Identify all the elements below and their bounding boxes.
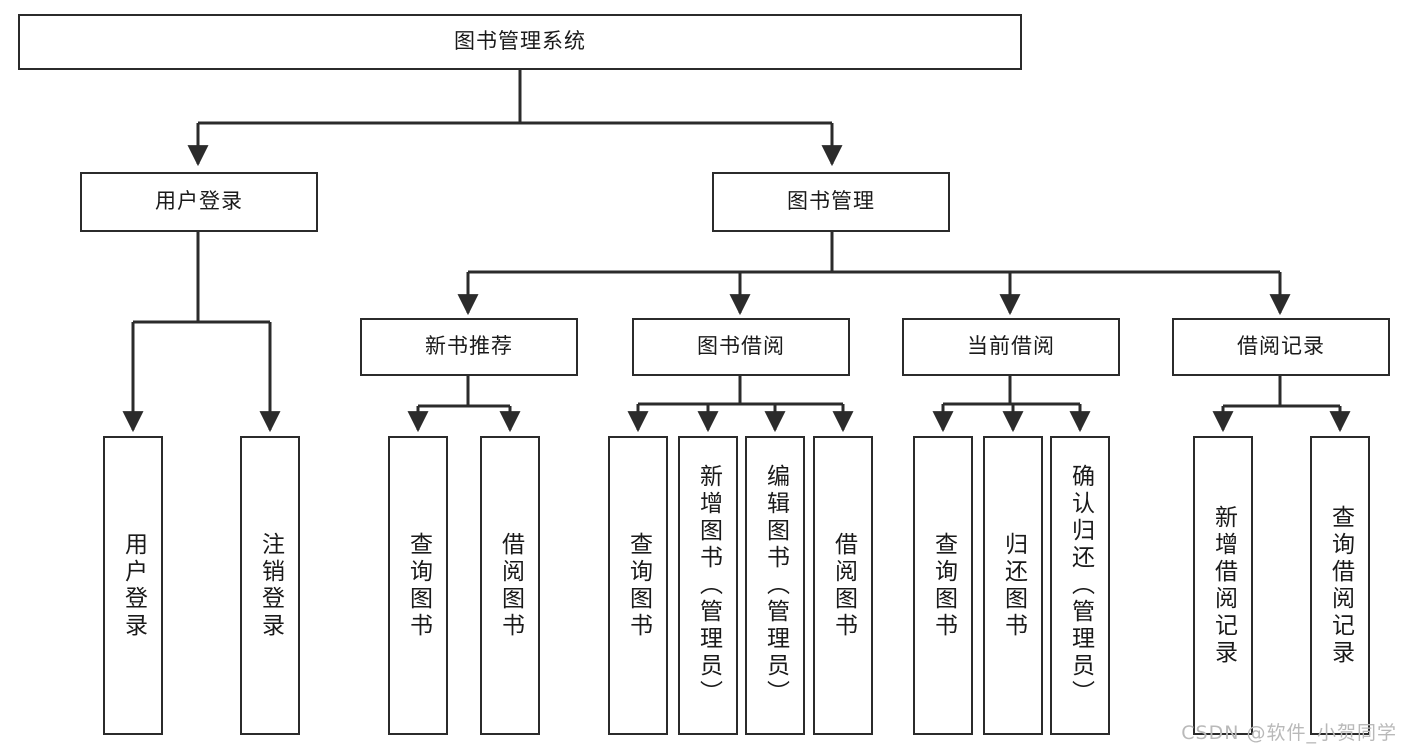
node-root[interactable]: 图书管理系统 — [18, 14, 1022, 70]
leaf-current-borrow-return[interactable]: 归还图书 — [983, 436, 1043, 735]
node-book-management[interactable]: 图书管理 — [712, 172, 950, 232]
leaf-label: 确认归还（管理员） — [1067, 464, 1094, 707]
leaf-label: 查询图书 — [405, 531, 432, 640]
leaf-book-borrow-add[interactable]: 新增图书（管理员） — [678, 436, 738, 735]
watermark-text: CSDN @软件_小贺同学 — [1181, 722, 1397, 744]
node-user-login[interactable]: 用户登录 — [80, 172, 318, 232]
leaf-label: 编辑图书（管理员） — [762, 464, 789, 707]
node-borrow-record[interactable]: 借阅记录 — [1172, 318, 1390, 376]
leaf-book-borrow-edit[interactable]: 编辑图书（管理员） — [745, 436, 805, 735]
node-book-management-label: 图书管理 — [787, 189, 875, 214]
leaf-label: 借阅图书 — [830, 531, 857, 640]
leaf-label: 借阅图书 — [497, 531, 524, 640]
leaf-label: 注销登录 — [257, 531, 284, 640]
leaf-label: 新增图书（管理员） — [695, 464, 722, 707]
node-book-borrow[interactable]: 图书借阅 — [632, 318, 850, 376]
leaf-borrow-record-query[interactable]: 查询借阅记录 — [1310, 436, 1370, 735]
node-current-borrow-label: 当前借阅 — [967, 334, 1055, 359]
node-root-label: 图书管理系统 — [454, 29, 586, 54]
leaf-book-borrow-query[interactable]: 查询图书 — [608, 436, 668, 735]
leaf-new-book-borrow[interactable]: 借阅图书 — [480, 436, 540, 735]
leaf-book-borrow-borrow[interactable]: 借阅图书 — [813, 436, 873, 735]
node-new-book-recommend-label: 新书推荐 — [425, 334, 513, 359]
leaf-label: 用户登录 — [120, 531, 147, 640]
node-book-borrow-label: 图书借阅 — [697, 334, 785, 359]
leaf-current-borrow-query[interactable]: 查询图书 — [913, 436, 973, 735]
node-borrow-record-label: 借阅记录 — [1237, 334, 1325, 359]
leaf-user-login-login[interactable]: 用户登录 — [103, 436, 163, 735]
leaf-label: 查询图书 — [930, 531, 957, 640]
leaf-label: 新增借阅记录 — [1210, 504, 1237, 667]
leaf-label: 查询借阅记录 — [1327, 504, 1354, 667]
node-new-book-recommend[interactable]: 新书推荐 — [360, 318, 578, 376]
leaf-label: 归还图书 — [1000, 531, 1027, 640]
leaf-current-borrow-confirm-return[interactable]: 确认归还（管理员） — [1050, 436, 1110, 735]
leaf-label: 查询图书 — [625, 531, 652, 640]
leaf-borrow-record-add[interactable]: 新增借阅记录 — [1193, 436, 1253, 735]
node-user-login-label: 用户登录 — [155, 189, 243, 214]
leaf-user-login-logout[interactable]: 注销登录 — [240, 436, 300, 735]
leaf-new-book-query[interactable]: 查询图书 — [388, 436, 448, 735]
node-current-borrow[interactable]: 当前借阅 — [902, 318, 1120, 376]
